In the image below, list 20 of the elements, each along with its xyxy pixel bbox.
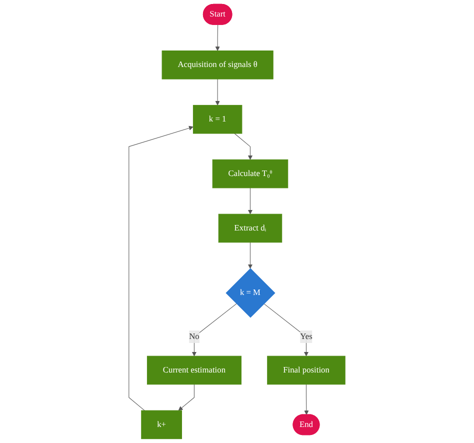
arrow xyxy=(248,188,253,214)
node-box: Acquisition of signals θ xyxy=(162,50,274,80)
arrow xyxy=(128,126,194,411)
node-box: Extract dᵢ xyxy=(218,214,282,243)
node-box: k+ xyxy=(141,410,182,440)
node-box: k = 1 xyxy=(192,104,242,134)
edge-label: No xyxy=(189,332,200,341)
node-box: Current estimation xyxy=(146,356,242,385)
node-box: Calculate T₀ᶿ xyxy=(212,159,288,188)
arrow xyxy=(192,303,237,356)
edge-label: Yes xyxy=(300,332,312,341)
arrow xyxy=(215,78,220,106)
arrow xyxy=(234,133,253,160)
arrow xyxy=(304,384,309,415)
node-box: Final position xyxy=(267,356,346,385)
arrow xyxy=(215,24,220,51)
arrow xyxy=(264,303,309,356)
node-diamond: k = M xyxy=(226,268,276,318)
arrow xyxy=(248,242,253,269)
arrow xyxy=(178,384,194,411)
